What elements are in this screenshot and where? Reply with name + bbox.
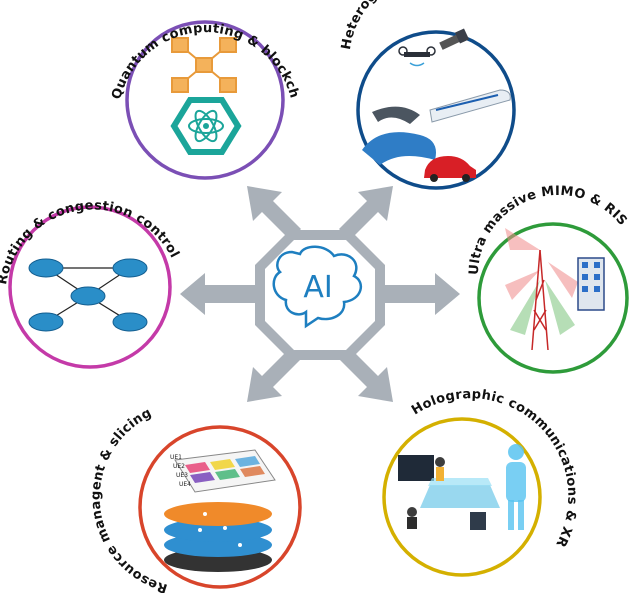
train-icon — [429, 89, 511, 123]
holographic-room-icon — [398, 455, 500, 530]
hologram-person-icon — [506, 444, 526, 530]
arrow-right — [378, 273, 460, 315]
node-routing: Routing & congestion control — [0, 198, 182, 369]
arrow-group — [180, 186, 460, 402]
antenna-tower-icon — [531, 249, 549, 351]
blockchain-cubes-icon — [171, 37, 237, 93]
drone-icon — [398, 46, 436, 67]
network-slices-icon — [164, 502, 272, 572]
node-hetnet: Heterogeneous networks — [339, 0, 516, 190]
arrow-bottom-right — [339, 348, 393, 402]
router-topology-icon — [28, 258, 148, 332]
resource-grid-icon: UE1 UE2 UE3 UE4 — [170, 449, 276, 493]
arrow-left — [180, 273, 262, 315]
beam-pattern-icon — [505, 228, 578, 335]
arrow-top-right — [339, 186, 393, 240]
ai-label: AI — [303, 270, 332, 305]
ue3-label: UE3 — [176, 472, 188, 479]
node-mimo: Ultra massive MIMO & RIS — [467, 184, 630, 374]
ue2-label: UE2 — [173, 463, 185, 470]
arrow-top-left — [247, 186, 301, 240]
node-resource: UE1 UE2 UE3 UE4 Resource managent & slic… — [89, 406, 302, 593]
arrow-bottom-left — [247, 348, 301, 402]
quantum-atom-icon — [170, 97, 242, 155]
river-ship-icon — [362, 106, 436, 165]
ris-building-icon — [577, 257, 605, 311]
satellite-icon — [439, 28, 470, 50]
ai-head-icon: AI — [272, 245, 363, 329]
ue4-label: UE4 — [179, 481, 191, 488]
node-quantum: Quantum computing & blockchain — [0, 0, 301, 180]
ue1-label: UE1 — [170, 454, 182, 461]
car-icon — [424, 156, 476, 182]
node-holo: Holographic communications & XR — [382, 387, 579, 577]
